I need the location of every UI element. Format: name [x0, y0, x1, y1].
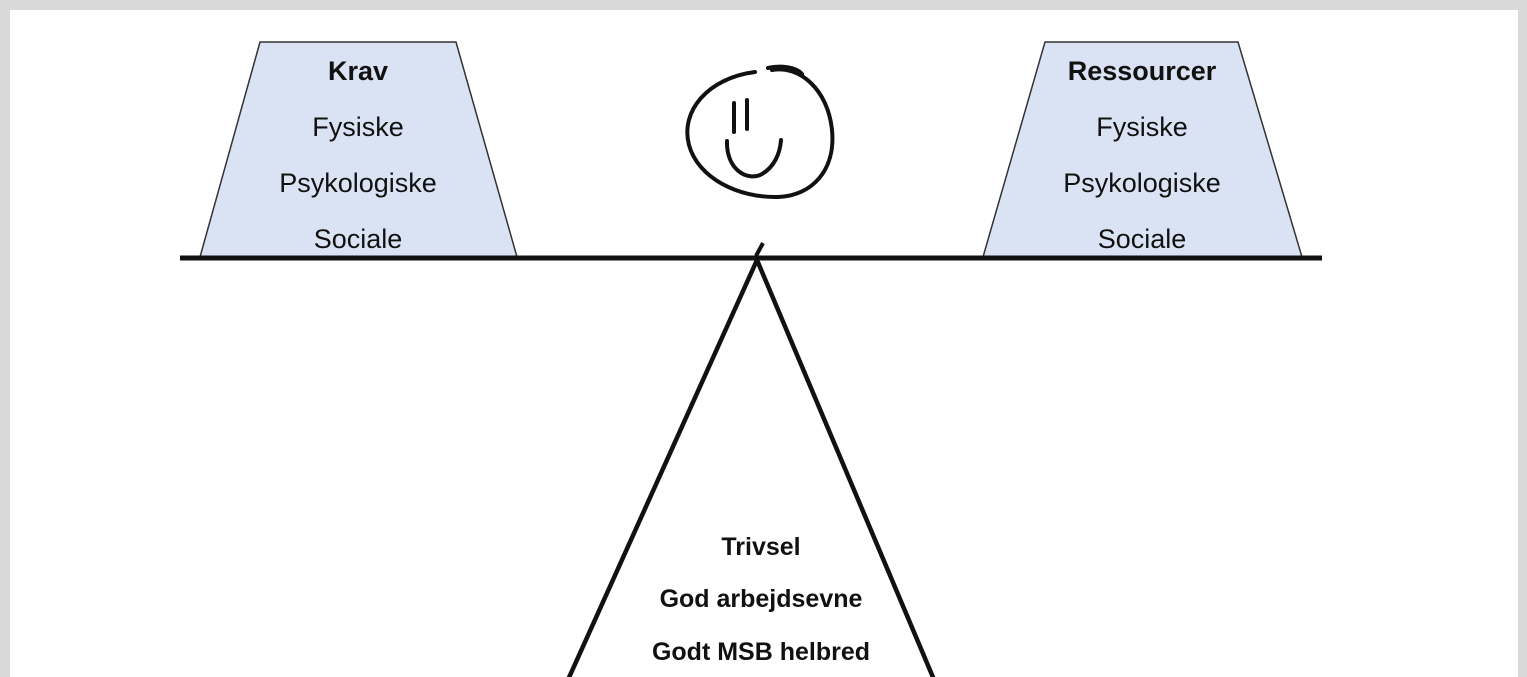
smiley-face-icon [685, 64, 835, 200]
demands-title: Krav [327, 56, 389, 86]
outcome-msk-health: Godt MSB helbred [651, 638, 871, 666]
balance-scale-drawing [180, 41, 1322, 677]
resources-item-psychological: Psykologiske [1063, 168, 1221, 198]
demands-item-physical: Fysiske [312, 112, 404, 142]
resources-item-social: Sociale [1097, 224, 1187, 254]
demands-item-social: Sociale [313, 224, 403, 254]
fulcrum-triangle [566, 257, 936, 677]
demands-item-psychological: Psykologiske [279, 168, 437, 198]
resources-item-physical: Fysiske [1096, 112, 1188, 142]
diagram-canvas: Krav Fysiske Psykologiske Sociale Ressou… [10, 10, 1518, 677]
pivot-tick [754, 242, 765, 257]
resources-title: Ressourcer [1067, 56, 1217, 86]
outcome-work-ability: God arbejdsevne [659, 585, 863, 613]
outcome-wellbeing: Trivsel [721, 533, 801, 561]
